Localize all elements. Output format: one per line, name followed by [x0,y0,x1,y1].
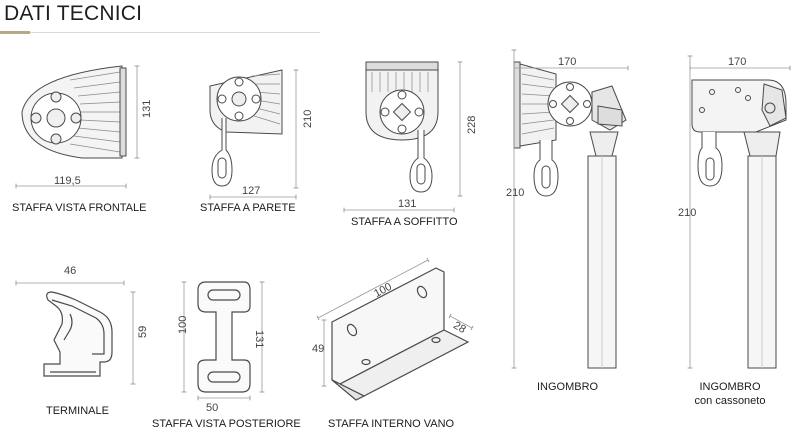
dim-end-width: 46 [64,265,76,277]
page-title: DATI TECNICI [4,2,143,25]
dim-reveal-height: 49 [312,343,324,355]
dim-box-height: 210 [678,207,696,219]
caption-end-profile: TERMINALE [46,405,109,417]
dim-wall-width: 127 [242,185,260,197]
rear-bracket-dimensions [181,281,265,401]
overall-dimensions-drawing [513,61,627,369]
dim-ceiling-width: 131 [398,198,416,210]
end-profile-dimensions [15,280,136,385]
overall-with-box-lines [687,55,791,369]
dim-end-height: 59 [137,326,149,338]
reveal-bracket-dimensions [316,257,474,387]
wall-bracket-dimensions [209,69,299,200]
dim-rear-height-left: 100 [177,316,189,334]
caption-reveal-bracket: STAFFA INTERNO VANO [328,418,455,430]
dim-box-width: 170 [728,56,746,68]
dim-ceiling-height: 228 [466,116,478,134]
overall-with-box-drawing [691,79,787,369]
front-bracket-dimensions [15,65,140,189]
dim-wall-height: 210 [302,110,314,128]
rear-bracket-drawing [197,281,251,393]
front-bracket-drawing [21,65,127,159]
caption-wall-bracket: STAFFA A PARETE [200,202,296,214]
dim-overall-width: 170 [558,56,576,68]
dim-front-width: 119,5 [54,175,81,187]
caption-overall-with-box-line1: INGOMBRO [699,381,761,393]
dim-overall-height: 210 [506,187,524,199]
wall-bracket-drawing [209,69,283,187]
caption-overall-with-box: INGOMBRO con cassoneto [690,380,770,408]
dim-reveal-depth: 28 [451,319,468,336]
overall-dimensions-lines [511,49,629,369]
title-divider [0,32,320,33]
title-accent-bar [0,31,30,34]
caption-overall: INGOMBRO [537,381,599,393]
reveal-bracket-drawing [331,267,470,401]
dim-front-height: 131 [141,100,153,118]
caption-rear-bracket: STAFFA VISTA POSTERIORE [152,418,301,430]
caption-overall-with-box-line2: con cassoneto [694,395,766,407]
caption-ceiling-bracket: STAFFA A SOFFITTO [351,216,458,228]
end-profile-drawing [43,291,113,377]
dim-rear-height-right: 131 [253,330,265,348]
dim-rear-width: 50 [206,402,218,414]
ceiling-bracket-dimensions [343,61,463,213]
ceiling-bracket-drawing [365,61,439,193]
caption-front-bracket: STAFFA VISTA FRONTALE [12,202,147,214]
